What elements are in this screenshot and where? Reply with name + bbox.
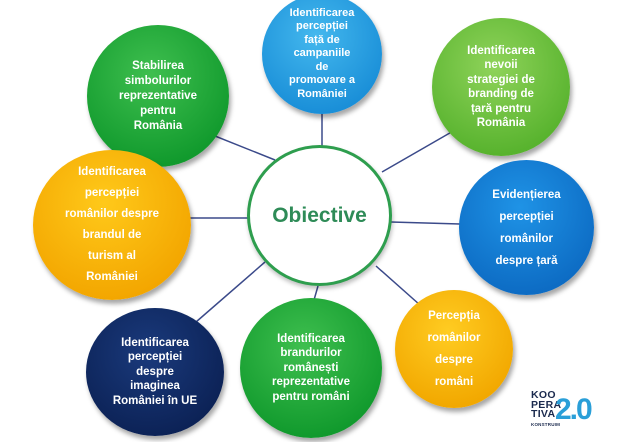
bubble-text: Evidențierea percepției românilor despre… [472,184,580,272]
bubble-line: imaginea [130,380,180,393]
bubble-line: Identificarea [78,166,146,178]
bubble-perceptia-despre-tara: Evidențierea percepției românilor despre… [459,160,594,295]
bubble-line: despre [136,365,174,378]
logo-line: TIVA [531,408,556,420]
bubble-line: despre [435,354,473,366]
bubble-line: turism al [88,250,136,262]
connector-b5 [390,221,461,225]
logo-wordmark: KOO PERA TIVA [531,389,562,420]
bubble-line: Stabilirea [132,59,184,72]
bubble-line: brandurilor [280,347,342,360]
bubble-stabilirea-simbolurilor: Stabilirea simbolurilor reprezentative p… [87,25,229,167]
bubble-line: percepției [127,351,183,364]
bubble-line: percepției [296,20,348,33]
kooperativa-logo: KOO PERA TIVA KONSTRUIM 2.0 [531,389,605,435]
bubble-line: României [86,271,138,283]
bubble-line: de [315,60,329,73]
bubble-text: Identificarea nevoii strategiei de brand… [447,44,555,131]
connector-b8 [195,261,266,323]
bubble-line: strategiei de [467,73,535,86]
bubble-line: percepției [499,210,554,223]
bubble-text: Identificarea brandurilor românești repr… [252,332,370,405]
logo-line: KOO [531,389,556,401]
bubble-line: țară pentru [470,102,532,115]
bubble-line: reprezentative [119,89,197,102]
connector-b7 [313,285,319,301]
bubble-line: pentru [140,104,176,117]
bubble-line: Identificarea [467,44,535,57]
bubble-line: românilor [427,332,481,344]
bubble-line: României [297,87,347,100]
bubble-line: românilor [499,232,554,245]
bubble-text: Stabilirea simbolurilor reprezentative p… [99,59,217,134]
bubble-line: Percepția [428,310,480,322]
bubble-text: Identificarea percepției despre imaginea… [93,336,217,409]
logo-number: 2.0 [555,393,593,426]
bubble-line: nevoii [484,59,518,71]
bubble-line: Identificarea [277,332,345,345]
bubble-perceptia-campaniilor: Identificarea percepției față de campani… [262,0,382,114]
bubble-line: campaniile [293,47,351,60]
bubble-text: Identificarea percepției față de campani… [269,7,375,102]
connector-b6 [375,265,421,306]
bubble-line: promovare a [288,74,356,87]
center-label: Obiective [272,203,367,227]
bubble-strategie-branding: Identificarea nevoii strategiei de brand… [432,18,570,156]
bubble-line: pentru români [272,390,350,403]
bubble-line: România [133,119,183,132]
bubble-line: România [476,117,526,129]
bubble-line: românilor despre [65,208,159,220]
bubble-line: românești [283,361,339,374]
bubble-line: despre țară [495,254,558,267]
bubble-brandurile-romanesti: Identificarea brandurilor românești repr… [240,298,382,438]
bubble-perceptia-despre-romani: Percepția românilor despre români [395,290,513,408]
bubble-text: Identificarea percepției românilor despr… [45,162,179,288]
bubble-line: Evidențierea [492,188,561,201]
logo-subtitle: KONSTRUIM [531,422,561,427]
bubble-line: Identificarea [121,336,189,349]
bubble-brandul-de-turism: Identificarea percepției românilor despr… [33,150,191,300]
bubble-imaginea-in-ue: Identificarea percepției despre imaginea… [86,308,224,436]
bubble-line: percepției [84,187,140,199]
center-objectives-circle: Obiective [247,145,392,286]
bubble-line: brandul de [82,229,142,241]
bubble-text: Percepția românilor despre români [407,305,500,393]
logo-line: PERA [531,398,562,411]
bubble-line: români [434,376,474,388]
bubble-line: reprezentative [272,376,350,389]
bubble-line: Identificarea [289,6,355,19]
bubble-line: simbolurilor [124,74,192,87]
bubble-line: branding de [468,88,534,100]
connector-b3 [381,129,456,173]
bubble-line: față de [304,33,340,46]
bubble-line: României în UE [112,394,198,407]
